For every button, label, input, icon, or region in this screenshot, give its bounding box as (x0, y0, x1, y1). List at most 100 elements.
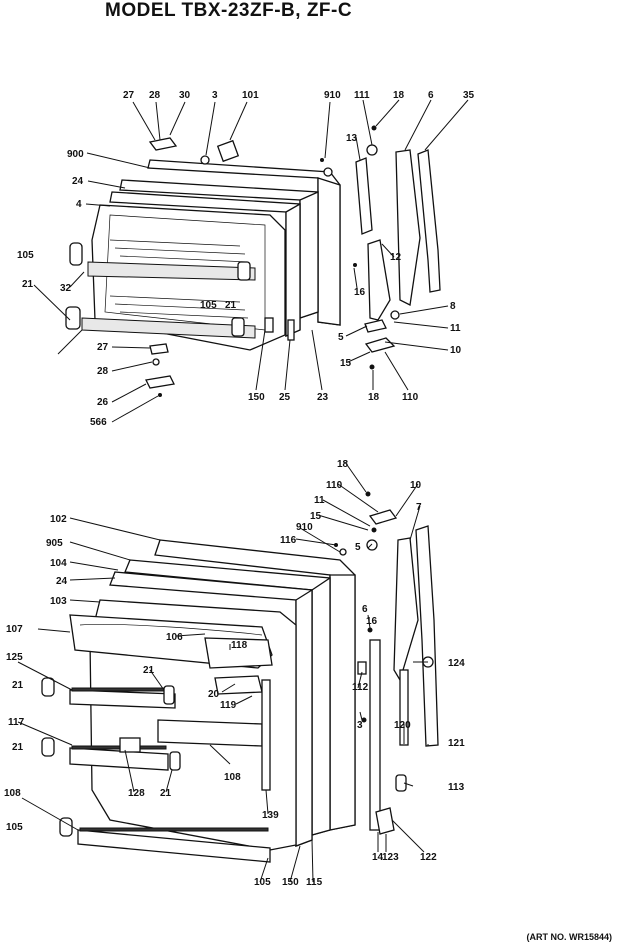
shelf-right-108 (157, 719, 263, 747)
callout-label: 18 (393, 90, 405, 101)
callout-label: 10 (450, 345, 462, 356)
callout-label: 35 (463, 90, 475, 101)
shelf-upper (69, 689, 176, 709)
callout-label: 111 (354, 90, 370, 101)
callout-label: 27 (123, 90, 135, 101)
shelf-end-left-lower (65, 306, 81, 330)
callout-label: 21 (225, 300, 237, 311)
callout-label: 112 (352, 682, 369, 693)
hinge-bottom-10 (364, 337, 396, 353)
callout-label: 28 (97, 366, 109, 377)
callout-label: 16 (354, 287, 366, 298)
callout-label: 110 (326, 480, 343, 491)
callout-label: 910 (324, 90, 341, 101)
callout-label: 21 (12, 742, 24, 753)
hinge-strip-13 (355, 157, 373, 235)
bracket-26 (145, 375, 175, 389)
callout-label: 113 (448, 782, 465, 793)
callout-label: 3 (212, 90, 218, 101)
trim-strip-121 (415, 525, 439, 747)
callout-label: 24 (72, 176, 84, 187)
plug-3 (200, 155, 210, 165)
strip-120 (399, 669, 409, 746)
callout-label: 16 (366, 616, 378, 627)
callout-label: 11 (314, 495, 325, 506)
callout-label: 905 (46, 538, 63, 549)
hinge-top-110 (368, 509, 398, 525)
freezer-shelf-upper (87, 261, 256, 281)
callout-label: 119 (220, 700, 237, 711)
callout-label: 105 (254, 877, 271, 888)
callout-labels-bottom: 18 10 110 11 7 15 102 116 910 5 905 104 … (4, 459, 465, 888)
fresh-food-door-assembly (41, 491, 439, 863)
shelf-end-left-upper (69, 242, 83, 266)
callout-label: 15 (310, 511, 322, 522)
art-number: (ART NO. WR15844) (526, 932, 612, 942)
callout-label: 115 (306, 877, 323, 888)
hinge-bracket-12 (367, 239, 391, 321)
callout-label: 900 (67, 149, 84, 160)
callout-label: 105 (200, 300, 217, 311)
callout-label: 5 (355, 542, 361, 553)
tray-20 (214, 675, 263, 695)
callout-label: 10 (410, 480, 422, 491)
callout-label: 32 (60, 283, 72, 294)
callout-label: 118 (231, 640, 248, 651)
page-title: MODEL TBX-23ZF-B, ZF-C (105, 0, 353, 21)
strip-139 (261, 679, 271, 791)
callout-label: 101 (242, 90, 259, 101)
callout-label: 108 (224, 772, 241, 783)
callout-label: 6 (362, 604, 368, 615)
callout-label: 121 (448, 738, 465, 749)
hinge-strip-6 (395, 149, 421, 306)
callout-label: 23 (317, 392, 329, 403)
callout-label: 106 (166, 632, 183, 643)
callout-label: 4 (76, 199, 82, 210)
callout-label: 117 (8, 717, 25, 728)
callout-label: 139 (262, 810, 279, 821)
callout-label: 26 (97, 397, 109, 408)
callout-label: 30 (179, 90, 191, 101)
callout-label: 110 (402, 392, 419, 403)
callout-label: 103 (50, 596, 67, 607)
callout-label: 12 (390, 252, 402, 263)
callout-label: 123 (382, 852, 399, 863)
callout-label: 150 (282, 877, 299, 888)
callout-label: 13 (346, 133, 358, 144)
callout-label: 21 (22, 279, 34, 290)
strip-14 (369, 639, 381, 831)
callout-label: 102 (50, 514, 67, 525)
callout-label: 25 (279, 392, 291, 403)
trim-strip-35 (417, 149, 441, 293)
freezer-shelf-lower (81, 317, 256, 339)
callout-label: 125 (6, 652, 23, 663)
callout-label: 18 (337, 459, 349, 470)
callout-label: 5 (338, 332, 344, 343)
callout-label: 105 (17, 250, 34, 261)
callout-label: 21 (12, 680, 24, 691)
callout-label: 122 (420, 852, 437, 863)
callout-label: 566 (90, 417, 107, 428)
callout-label: 105 (6, 822, 23, 833)
callout-label: 107 (6, 624, 23, 635)
shelf-bottom (77, 829, 271, 863)
butter-compartment-118 (204, 637, 273, 669)
callout-label: 27 (97, 342, 109, 353)
callout-label: 14 (372, 852, 384, 863)
hinge-pin-bracket (148, 137, 178, 151)
callout-label: 116 (280, 535, 297, 546)
callout-label: 21 (160, 788, 172, 799)
callout-label: 6 (428, 90, 434, 101)
callout-label: 104 (50, 558, 67, 569)
bracket-128 (119, 737, 141, 753)
callout-label: 28 (149, 90, 161, 101)
callout-label: 150 (248, 392, 265, 403)
callout-label: 910 (296, 522, 313, 533)
callout-label: 15 (340, 358, 352, 369)
callout-label: 24 (56, 576, 68, 587)
callout-labels-top: 27 28 30 3 101 910 111 18 6 35 900 24 4 … (17, 90, 475, 428)
callout-label: 124 (448, 658, 465, 669)
callout-label: 8 (450, 301, 456, 312)
hinge-strip-6b (393, 537, 419, 682)
